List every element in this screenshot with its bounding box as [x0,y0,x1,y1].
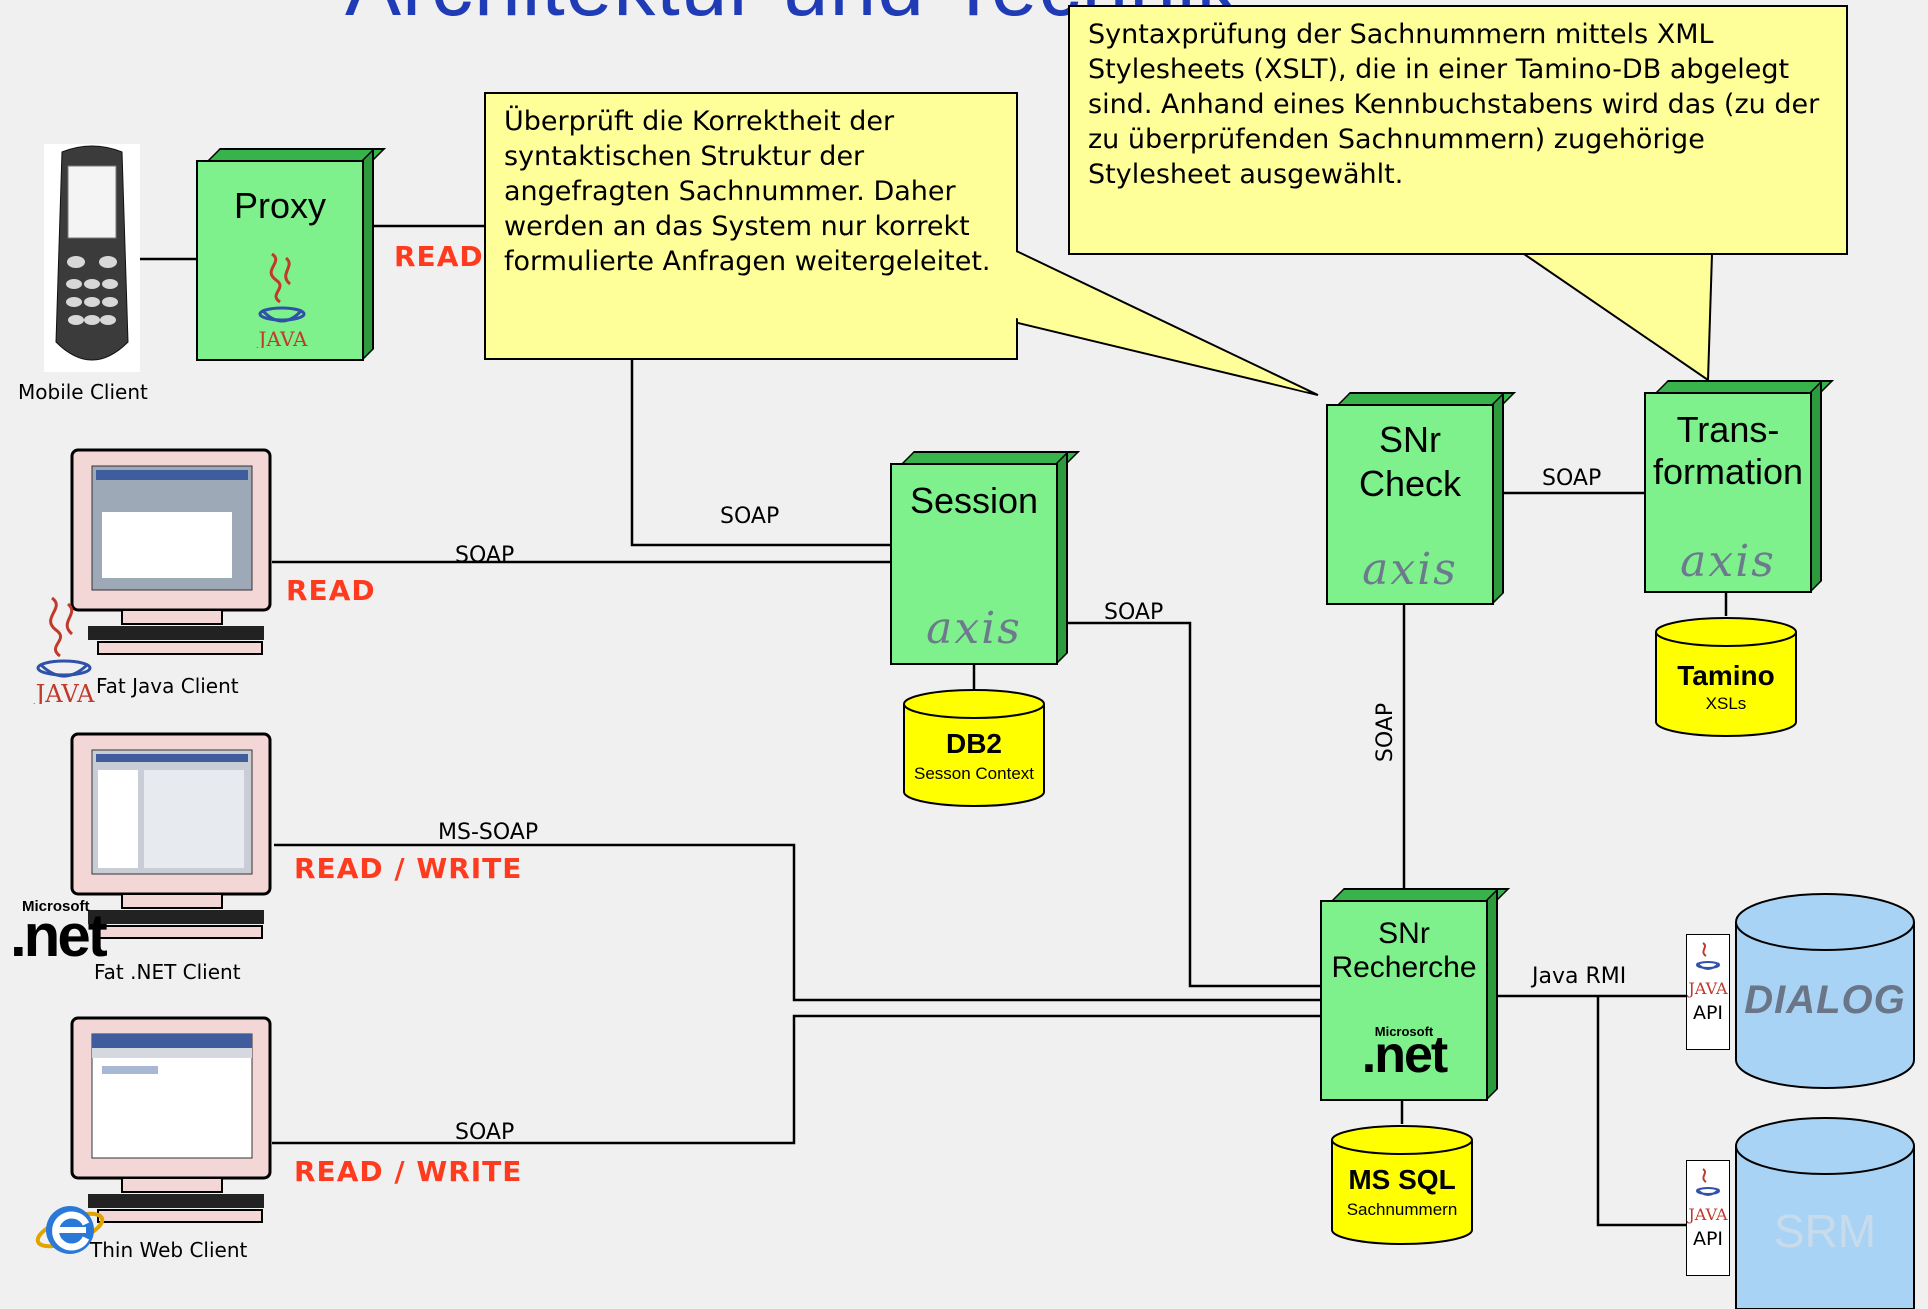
db2-name: DB2 [945,728,1002,759]
snr-recherche-label-2: Recherche [1331,951,1477,984]
java-wordmark: JAVA [1688,1205,1728,1224]
java-cup-icon: JAVA [257,252,309,348]
tamino-sub: XSLs [1705,694,1747,713]
thin-web-access-label: READ / WRITE [294,1155,523,1188]
mssql-database: MS SQL Sachnummern [1330,1124,1474,1248]
soap-edge-label: SOAP [1542,466,1602,491]
api-label: API [1692,1002,1724,1024]
snr-recherche-component: SNr Recherche Microsoft.net [1320,888,1510,1101]
api-label: API [1692,1228,1724,1250]
db2-database: DB2 Sesson Context [902,688,1046,810]
snr-check-label-2: Check [1358,463,1462,504]
mobile-phone-icon [44,144,140,372]
internet-explorer-icon [35,1206,105,1254]
xslt-check-text: Syntaxprüfung der Sachnummern mittels XM… [1088,19,1820,190]
dialog-java-api: JAVA API [1686,934,1730,1050]
dialog-database: DIALOG [1734,892,1916,1090]
ms-soap-edge-label: MS-SOAP [438,820,539,845]
transformation-label-2: formation [1652,451,1804,492]
soap-edge-label: SOAP [455,1120,515,1145]
java-cup-icon [1696,942,1720,970]
thin-web-client-label: Thin Web Client [90,1238,248,1262]
proxy-component: Proxy JAVA [196,148,386,361]
fat-java-access-label: READ [286,574,376,607]
soap-edge-label: SOAP [455,543,515,568]
snr-recherche-label-1: SNr [1378,917,1430,950]
srm-name: SRM [1773,1205,1877,1257]
snr-check-component: SNr Check axis [1326,392,1516,605]
fat-net-client-label: Fat .NET Client [94,960,241,984]
mssql-sub: Sachnummern [1346,1200,1458,1219]
syntax-check-callout: Überprüft die Korrektheit der syntaktisc… [484,92,1018,360]
soap-edge-label: SOAP [720,504,780,529]
axis-logo-icon: axis [926,603,1022,654]
mobile-client-label: Mobile Client [18,380,148,404]
dialog-name: DIALOG [1744,978,1906,1022]
transformation-label-1: Trans- [1676,409,1780,450]
soap-edge-label: SOAP [1373,702,1399,763]
syntax-check-text: Überprüft die Korrektheit der syntaktisc… [504,106,991,277]
session-component: Session axis [890,451,1080,665]
session-label: Session [909,480,1039,521]
transformation-component: Trans- formation axis [1644,380,1834,593]
fat-java-client-monitor-icon [70,448,272,655]
java-wordmark: JAVA [1688,979,1728,998]
java-cup-icon [1696,1168,1720,1196]
thin-web-client-monitor-icon [70,1016,272,1223]
soap-edge-label: SOAP [1104,600,1164,625]
java-cup-icon: JAVA [33,596,95,704]
proxy-access-label: READ [394,240,484,273]
snr-check-label-1: SNr [1379,419,1441,460]
java-wordmark: JAVA [257,327,309,348]
fat-net-access-label: READ / WRITE [294,852,523,885]
tamino-database: Tamino XSLs [1654,616,1798,740]
srm-java-api: JAVA API [1686,1160,1730,1276]
fat-net-client-monitor-icon [70,732,272,939]
java-rmi-edge-label: Java RMI [1532,964,1627,989]
axis-logo-icon: axis [1680,536,1776,587]
axis-logo-icon: axis [1362,544,1458,595]
proxy-label: Proxy [233,185,327,226]
mssql-name: MS SQL [1348,1164,1456,1195]
dotnet-logo-icon: Microsoft.net [1361,1024,1448,1084]
srm-database: SRM [1734,1116,1916,1309]
tamino-name: Tamino [1677,660,1775,691]
db2-sub: Sesson Context [913,764,1034,783]
fat-java-client-label: Fat Java Client [96,674,239,698]
dotnet-logo-icon: Microsoft .net [10,898,108,969]
xslt-check-callout: Syntaxprüfung der Sachnummern mittels XM… [1068,5,1848,255]
java-wordmark: JAVA [33,680,95,704]
